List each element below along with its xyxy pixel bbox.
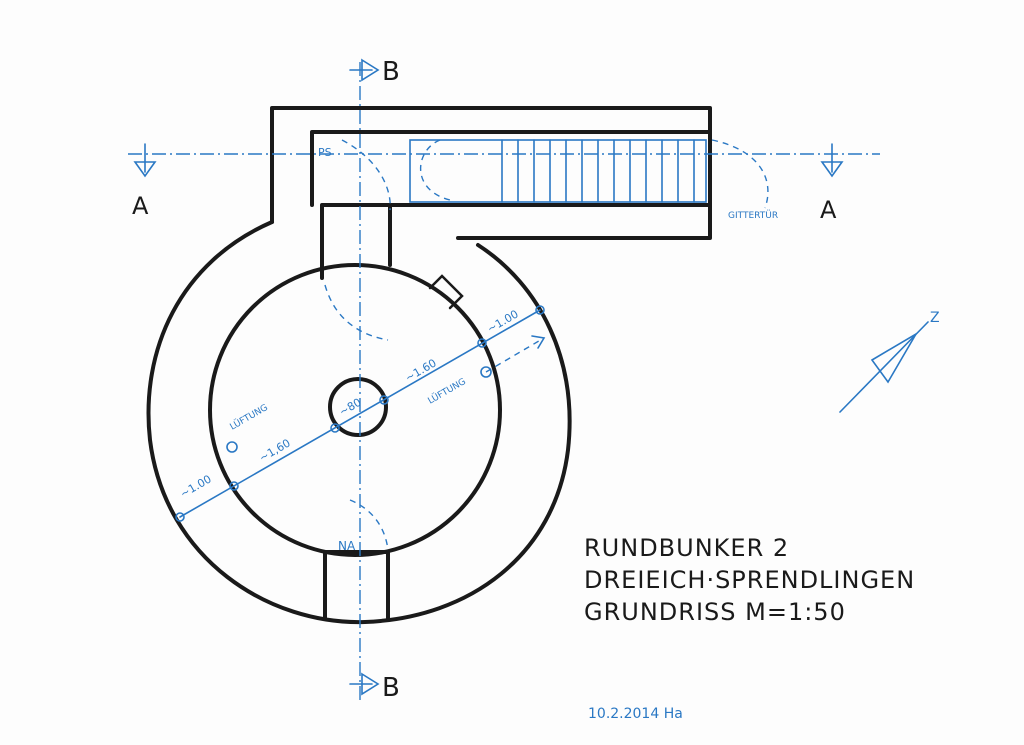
- stairs: [409, 139, 707, 203]
- stair-landing: [320, 203, 712, 280]
- date-note: 10.2.2014 Ha: [588, 706, 683, 722]
- bunker-walls: [146, 106, 712, 625]
- gate-door-swing: [711, 139, 769, 209]
- dim-point-1: [175, 512, 185, 522]
- dim-label-4: ~1.60: [403, 356, 439, 384]
- dim-label-1: ~1.00: [178, 472, 214, 500]
- north-label: Z: [930, 310, 940, 326]
- entry-door-swing: [324, 284, 389, 341]
- room-label-na: NA: [338, 539, 356, 553]
- dim-point-2: [229, 481, 239, 491]
- dim-point-4: [379, 395, 389, 405]
- dim-label-2: ~1,60: [257, 436, 293, 464]
- section-marker-a-left: [133, 143, 157, 178]
- section-label-a-right: A: [820, 196, 837, 224]
- inner-wall: [208, 263, 502, 557]
- central-column: [328, 377, 388, 437]
- dimension-line: [175, 305, 546, 522]
- ps-door-swing: [341, 139, 391, 211]
- title-line-2: DREIEICH·SPRENDLINGEN: [584, 566, 916, 594]
- entrance-outer: [270, 106, 712, 240]
- dim-point-3: [330, 423, 340, 433]
- outer-wall: [146, 220, 572, 625]
- vent-box: [428, 274, 464, 310]
- section-marker-b-bottom: [349, 672, 380, 696]
- dim-point-6: [535, 305, 545, 315]
- section-marker-b-top: [349, 58, 380, 82]
- room-label-ps: PS: [318, 146, 332, 159]
- section-label-a-left: A: [132, 192, 149, 220]
- north-arrow: Z: [839, 310, 940, 413]
- title-line-3: GRUNDRISS M=1:50: [584, 598, 846, 626]
- section-marker-a-right: [820, 143, 844, 178]
- stair-door-swing: [419, 139, 451, 201]
- gittertur-label: GITTERTÜR: [728, 210, 778, 221]
- vent-opening-right: [480, 366, 492, 378]
- section-label-b-top: B: [382, 57, 400, 87]
- vent-opening-left: [226, 441, 238, 453]
- luftung-left-label: LÜFTUNG: [228, 402, 270, 433]
- section-lines: [128, 62, 880, 700]
- vent-arrow: [485, 337, 545, 373]
- stair-outline: [409, 139, 707, 203]
- luftung-right-label: LÜFTUNG: [426, 376, 468, 407]
- dimension-axis: [179, 309, 541, 518]
- dim-point-5: [477, 338, 487, 348]
- vent-arrow-head: [531, 335, 546, 349]
- stair-treads: [501, 139, 695, 203]
- lower-passage: [323, 550, 390, 620]
- title-line-1: RUNDBUNKER 2: [584, 534, 790, 562]
- door-swings: [324, 139, 769, 551]
- section-label-b-bottom: B: [382, 673, 400, 703]
- na-door-swing: [349, 499, 389, 551]
- entrance-inner: [310, 130, 712, 207]
